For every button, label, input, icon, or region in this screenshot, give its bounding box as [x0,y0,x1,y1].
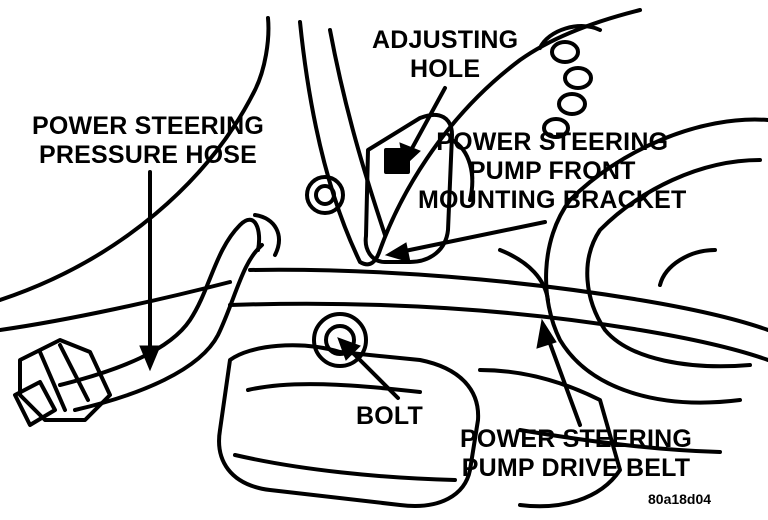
pump-body-lower [233,453,457,482]
pump-body [217,343,481,508]
arrowhead-drive-belt [536,318,557,349]
arrowhead-pressure-hose [139,345,161,372]
bolt-upper [305,175,345,215]
hose-fitting [18,338,112,422]
arrowhead-front-bracket [384,242,411,263]
label-line: PRESSURE HOSE [39,141,257,169]
leader-bolt [348,348,400,400]
label-line: ADJUSTING [372,26,519,54]
label-line: PUMP FRONT [468,157,636,185]
leader-drive-belt [546,336,582,427]
drive-pulley-hub [658,248,717,287]
drive-belt-top [248,267,768,332]
bolt-head [312,312,368,368]
bolt-upper-washer [314,184,336,206]
hose-clamp [253,213,281,257]
frame-edge [518,428,722,454]
casting-left-curve [0,16,271,302]
arrowhead-bolt [337,337,361,361]
label-drive-belt: POWER STEERING PUMP DRIVE BELT [460,425,692,483]
pump-lower-bracket [478,368,622,509]
figure-code: 80a18d04 [648,491,712,507]
label-front-bracket: POWER STEERING PUMP FRONT MOUNTING BRACK… [418,128,686,215]
label-bolt: BOLT [356,402,423,430]
pressure-hose-top [58,217,261,387]
drive-pulley-outer [544,117,768,405]
drive-pulley-inner [585,158,762,369]
fitting-line [58,343,90,402]
label-line: POWER STEERING [460,425,692,453]
mounting-bracket [363,112,454,264]
leader-front-bracket [398,220,547,254]
pump-body-inner [246,382,422,394]
fitting-line [38,350,67,412]
label-line: PUMP DRIVE BELT [461,454,691,482]
label-line: MOUNTING BRACKET [418,186,687,214]
pulley-hole [542,117,570,139]
engine-casting [298,8,642,267]
pulley-hole [563,66,593,90]
pulley-hole [557,92,587,116]
frame-edge [498,248,550,302]
label-adjusting-hole: ADJUSTING HOLE [372,26,518,84]
frame-edge [0,280,232,332]
pulley-hole [550,40,580,64]
pressure-hose-bottom [73,243,264,412]
label-pressure-hose: POWER STEERING PRESSURE HOSE [32,112,264,170]
arrowhead-adjusting-hole [399,142,421,167]
label-line: HOLE [410,55,481,83]
hose-fitting-nut [13,380,57,427]
bolt-washer [324,324,356,356]
label-line: POWER STEERING [32,112,264,140]
leader-adjusting-hole [408,86,447,154]
label-line: POWER STEERING [436,128,669,156]
pulley-rim [538,24,602,50]
bracket-edge [450,138,475,202]
drive-belt-bottom [228,301,768,362]
casting-inner-edge [328,28,387,237]
